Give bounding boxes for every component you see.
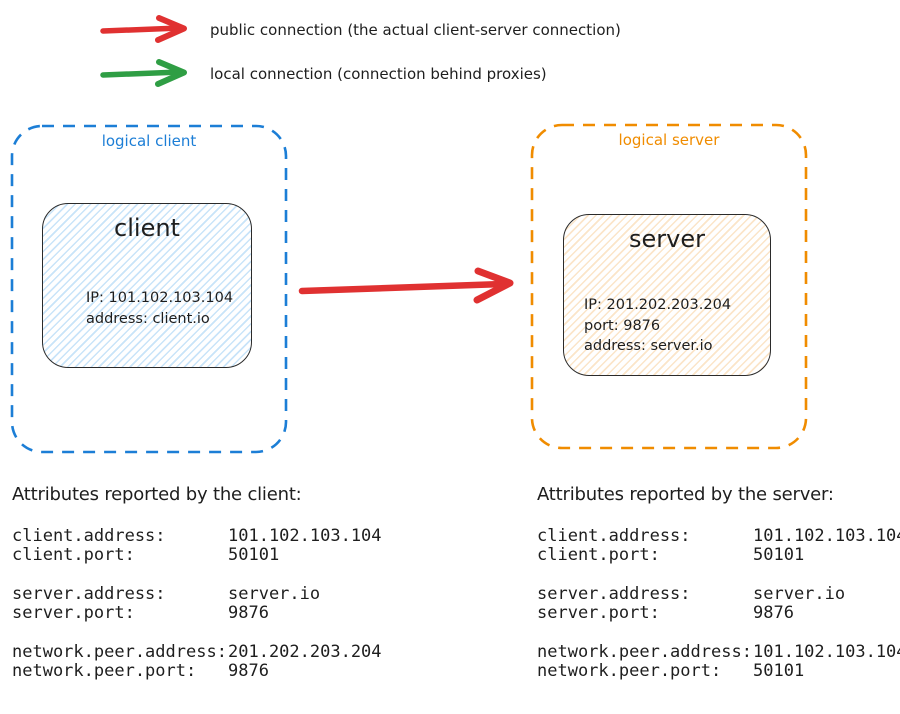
server-address: address: server.io (584, 338, 713, 354)
attribute-key: client.address: (537, 526, 691, 546)
attribute-key: server.port: (537, 603, 660, 623)
attribute-value: server.io (753, 584, 846, 604)
attribute-value: 101.102.103.104 (753, 642, 900, 662)
server-port: port: 9876 (584, 317, 661, 334)
server-node: server IP: 201.202.203.204 port: 9876 ad… (563, 214, 771, 376)
logical-server-label: logical server (618, 131, 720, 149)
attribute-row: network.peer.address:101.102.103.104 (537, 643, 900, 662)
server-attributes-heading: Attributes reported by the server: (537, 484, 834, 505)
attribute-row: network.peer.port: 50101 (537, 662, 900, 681)
server-ip: IP: 201.202.203.204 (584, 297, 732, 313)
attribute-group: network.peer.address:101.102.103.104 net… (537, 643, 900, 681)
attribute-row: network.peer.port: 9876 (12, 662, 382, 681)
attribute-row: server.port: 9876 (537, 604, 900, 623)
attribute-row: client.address: 101.102.103.104 (12, 527, 382, 546)
attribute-value: 50101 (753, 661, 805, 681)
attribute-key: client.address: (12, 526, 166, 546)
local-connection-arrow-icon (100, 59, 187, 87)
attribute-row: server.port: 9876 (12, 604, 382, 623)
attribute-group: network.peer.address:201.202.203.204 net… (12, 643, 382, 681)
attribute-row: network.peer.address:201.202.203.204 (12, 643, 382, 662)
public-connection-arrow-icon (100, 15, 187, 43)
attribute-row: client.address: 101.102.103.104 (537, 527, 900, 546)
attribute-group: client.address: 101.102.103.104 client.po… (12, 527, 382, 565)
attribute-key: network.peer.address: (12, 642, 227, 662)
attribute-row: server.address: server.io (537, 585, 900, 604)
attribute-value: 50101 (753, 545, 805, 565)
server-node-details: IP: 201.202.203.204 port: 9876 address: … (584, 295, 731, 357)
attribute-key: server.address: (537, 584, 691, 604)
logical-client-label: logical client (101, 132, 197, 150)
attribute-value: 50101 (228, 545, 280, 565)
attribute-key: network.peer.address: (537, 642, 752, 662)
legend-local-connection-label: local connection (connection behind prox… (210, 65, 547, 83)
attribute-key: client.port: (537, 545, 660, 565)
attribute-group: client.address: 101.102.103.104 client.po… (537, 527, 900, 565)
attribute-value: 201.202.203.204 (228, 642, 382, 662)
attribute-value: 9876 (228, 603, 269, 623)
client-node-details: IP: 101.102.103.104 address: client.io (86, 288, 233, 329)
attribute-row: client.port: 50101 (537, 546, 900, 565)
logical-server-box (530, 123, 808, 450)
client-attributes-panel: Attributes reported by the client: clien… (12, 483, 382, 681)
server-node-title: server (629, 225, 705, 253)
attribute-row: client.port: 50101 (12, 546, 382, 565)
attribute-group: server.address: server.io server.port: 987… (12, 585, 382, 623)
attribute-key: network.peer.port: (12, 661, 197, 681)
attribute-key: network.peer.port: (537, 661, 722, 681)
attribute-key: client.port: (12, 545, 135, 565)
server-attributes-panel: Attributes reported by the server: clien… (537, 483, 900, 681)
attribute-group: server.address: server.io server.port: 987… (537, 585, 900, 623)
attribute-value: 101.102.103.104 (228, 526, 382, 546)
client-address: address: client.io (86, 310, 210, 327)
attribute-row: server.address: server.io (12, 585, 382, 604)
attribute-key: server.address: (12, 584, 166, 604)
client-attributes-heading: Attributes reported by the client: (12, 484, 302, 505)
client-ip: IP: 101.102.103.104 (86, 290, 234, 306)
client-node: client IP: 101.102.103.104 address: clie… (42, 203, 252, 368)
attribute-value: 101.102.103.104 (753, 526, 900, 546)
attribute-key: server.port: (12, 603, 135, 623)
attribute-value: server.io (228, 584, 321, 604)
legend-public-connection-label: public connection (the actual client-ser… (210, 21, 621, 39)
attribute-value: 9876 (753, 603, 794, 623)
attribute-value: 9876 (228, 661, 269, 681)
logical-client-box (10, 124, 288, 454)
client-node-title: client (114, 214, 180, 242)
client-to-server-arrow-icon (298, 267, 514, 304)
